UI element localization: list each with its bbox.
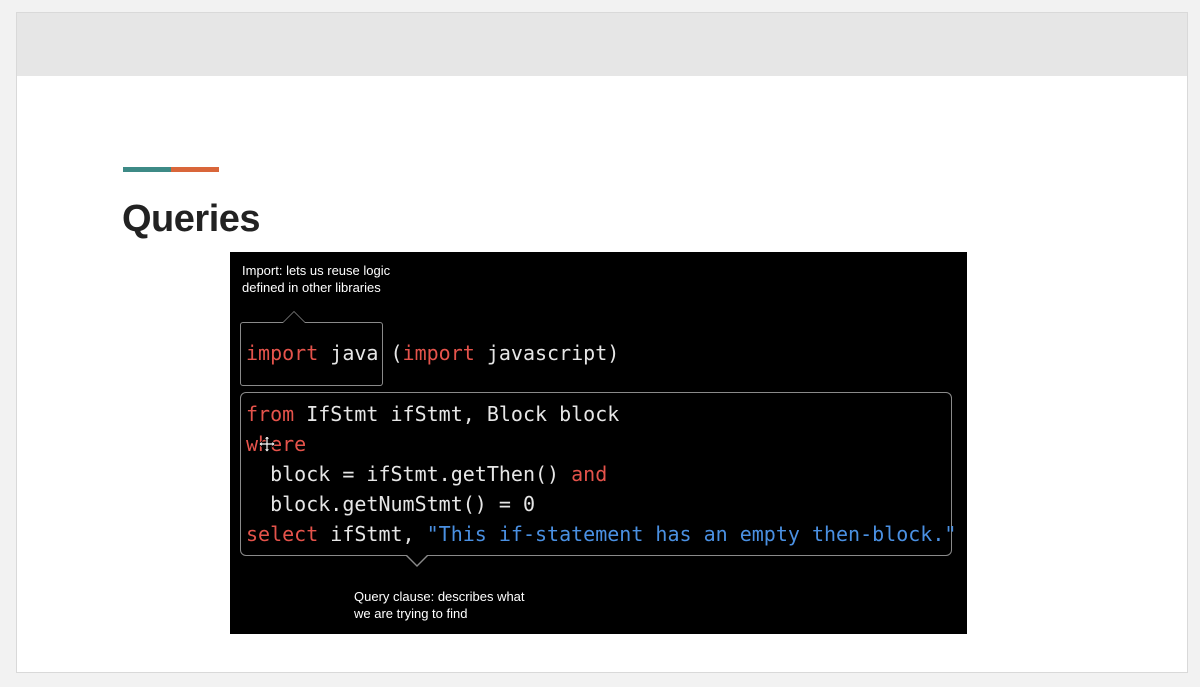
select-clause-text: ifStmt, — [318, 522, 427, 546]
code-line-where: where — [246, 429, 956, 459]
code-line-from: from IfStmt ifStmt, Block block — [246, 399, 956, 429]
identifier-java: java — [318, 341, 391, 365]
import-callout-pointer — [282, 311, 306, 323]
query-note: Query clause: describes what we are tryi… — [354, 589, 525, 621]
code-line-select: select ifStmt, "This if-statement has an… — [246, 519, 956, 549]
code-line-condition-2: block.getNumStmt() = 0 — [246, 489, 956, 519]
identifier-javascript: javascript) — [474, 341, 620, 365]
query-code-block: from IfStmt ifStmt, Block block where blo… — [246, 399, 956, 549]
query-callout-box — [240, 392, 952, 556]
slide: Queries Import: lets us reuse logic defi… — [16, 12, 1188, 673]
from-clause-text: IfStmt ifStmt, Block block — [294, 402, 620, 426]
condition-text-2: block.getNumStmt() = 0 — [246, 492, 535, 516]
keyword-and: and — [571, 462, 608, 486]
code-line-condition-1: block = ifStmt.getThen() and — [246, 459, 956, 489]
import-code-line: import java (import javascript) — [246, 338, 619, 368]
select-message-string: "This if-statement has an empty then-blo… — [426, 522, 957, 546]
import-note: Import: lets us reuse logic defined in o… — [242, 263, 391, 295]
keyword-import-alt: import — [402, 341, 475, 365]
accent-segment-teal — [123, 167, 171, 172]
slide-title: Queries — [122, 198, 261, 240]
move-cursor-icon — [259, 436, 275, 452]
keyword-from: from — [246, 402, 295, 426]
keyword-import: import — [246, 341, 319, 365]
slide-header-band — [17, 13, 1187, 76]
import-callout-box — [240, 322, 383, 386]
keyword-where: where — [246, 432, 307, 456]
query-callout-pointer — [405, 554, 429, 567]
code-figure: Import: lets us reuse logic defined in o… — [230, 252, 967, 634]
accent-segment-orange — [171, 167, 219, 172]
condition-text-1: block = ifStmt.getThen() — [246, 462, 572, 486]
title-accent-bar — [123, 167, 219, 172]
paren-open: ( — [390, 341, 403, 365]
keyword-select: select — [246, 522, 319, 546]
